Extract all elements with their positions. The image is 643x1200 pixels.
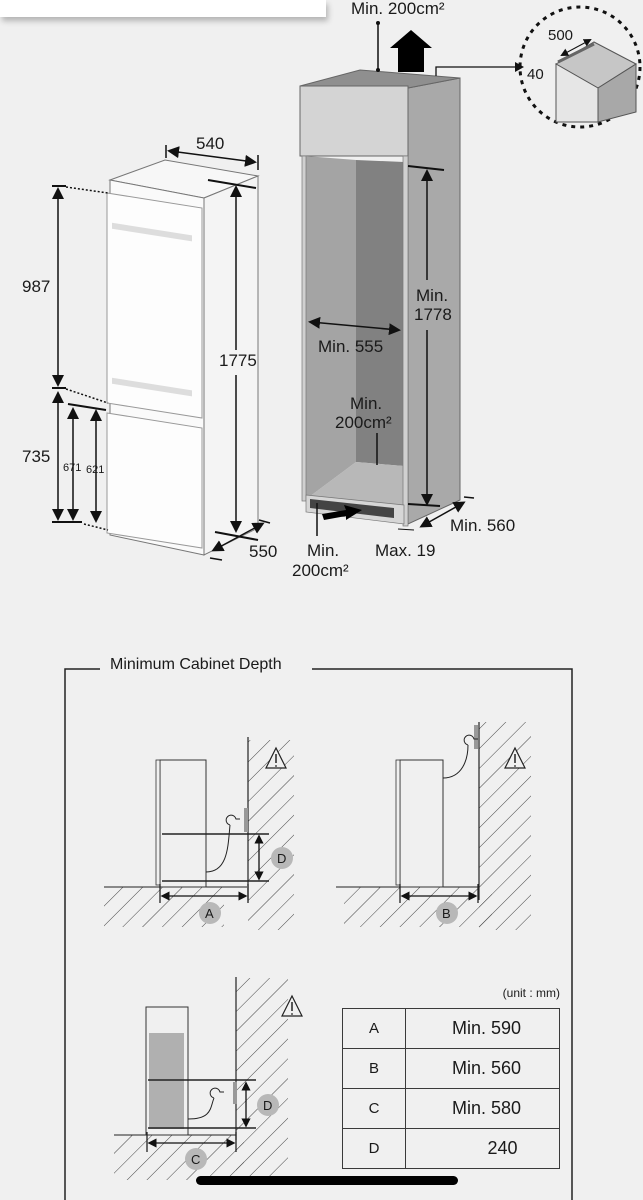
- table-row: B Min. 560: [342, 1048, 560, 1089]
- callout-height-label: 40: [527, 66, 544, 83]
- fridge-lower-inner-2-label: 621: [86, 464, 104, 476]
- marker-d2-label: D: [263, 1098, 272, 1113]
- row-key: A: [342, 1008, 406, 1049]
- cabinet-depth-table: A Min. 590 B Min. 560 C Min. 580 D 240: [342, 1008, 560, 1169]
- marker-c-label: C: [191, 1152, 200, 1167]
- fridge-lower-height-label: 735: [22, 447, 50, 466]
- marker-a-label: A: [205, 906, 214, 921]
- marker-c-circle: [185, 1148, 207, 1170]
- section-frame-right: [312, 668, 573, 1200]
- front-gap-label: Max. 19: [375, 541, 435, 560]
- row-value: Min. 580: [405, 1088, 560, 1129]
- cabinet-height-prefix: Min.: [416, 286, 448, 305]
- table-row: D 240: [342, 1128, 560, 1169]
- overlay-card: [0, 0, 326, 17]
- fridge-width-label: 540: [196, 134, 224, 153]
- cabinet-width-label: Min. 555: [318, 337, 383, 356]
- fridge-drawing: [106, 159, 260, 556]
- diagram-c: D C: [114, 977, 303, 1180]
- cabinet-drawing: [299, 30, 461, 527]
- row-key: C: [342, 1088, 406, 1129]
- marker-b-label: B: [442, 906, 451, 921]
- row-key: B: [342, 1048, 406, 1089]
- detail-callout: 500 40: [518, 5, 642, 129]
- row-value: 240: [405, 1128, 560, 1169]
- diagram-a: D A: [104, 737, 294, 930]
- callout-length-label: 500: [548, 27, 573, 44]
- fridge-dimensions: 540 987 735 671 621 1775 550: [22, 134, 277, 561]
- rear-vent-label: 200cm²: [335, 413, 392, 432]
- marker-d-circle: [271, 847, 293, 869]
- section-title: Minimum Cabinet Depth: [104, 656, 288, 674]
- section-frame-left: [64, 668, 100, 1200]
- rear-vent-prefix: Min.: [350, 394, 382, 413]
- table-row: A Min. 590: [342, 1008, 560, 1049]
- marker-d2-circle: [257, 1094, 279, 1116]
- cabinet-depth-diagram: D A B: [64, 668, 573, 1200]
- cabinet-height-label: 1778: [414, 305, 452, 324]
- home-indicator[interactable]: [196, 1176, 458, 1185]
- cabinet-depth-label: Min. 560: [450, 516, 515, 535]
- row-value: Min. 560: [405, 1048, 560, 1089]
- spec-table-container: (unit : mm) A Min. 590 B Min. 560 C Min.…: [342, 986, 560, 1169]
- bottom-vent-label: 200cm²: [292, 561, 349, 580]
- diagram-b: B: [336, 722, 531, 930]
- bottom-vent-prefix: Min.: [307, 541, 339, 560]
- row-key: D: [342, 1128, 406, 1169]
- marker-a-circle: [199, 902, 221, 924]
- top-vent-label: Min. 200cm²: [351, 0, 445, 18]
- fridge-upper-height-label: 987: [22, 277, 50, 296]
- unit-note: (unit : mm): [502, 986, 560, 1000]
- fridge-depth-label: 550: [249, 542, 277, 561]
- table-row: C Min. 580: [342, 1088, 560, 1129]
- fridge-height-label: 1775: [219, 351, 257, 370]
- installation-dimensions-diagram: 540 987 735 671 621 1775 550: [22, 0, 642, 580]
- marker-b-circle: [436, 902, 458, 924]
- marker-d-label: D: [277, 851, 286, 866]
- cabinet-dimensions: Min. 200cm² Min. 1778 Min. 555 Min. 200c…: [292, 0, 524, 580]
- row-value: Min. 590: [405, 1008, 560, 1049]
- fridge-lower-inner-1-label: 671: [63, 462, 81, 474]
